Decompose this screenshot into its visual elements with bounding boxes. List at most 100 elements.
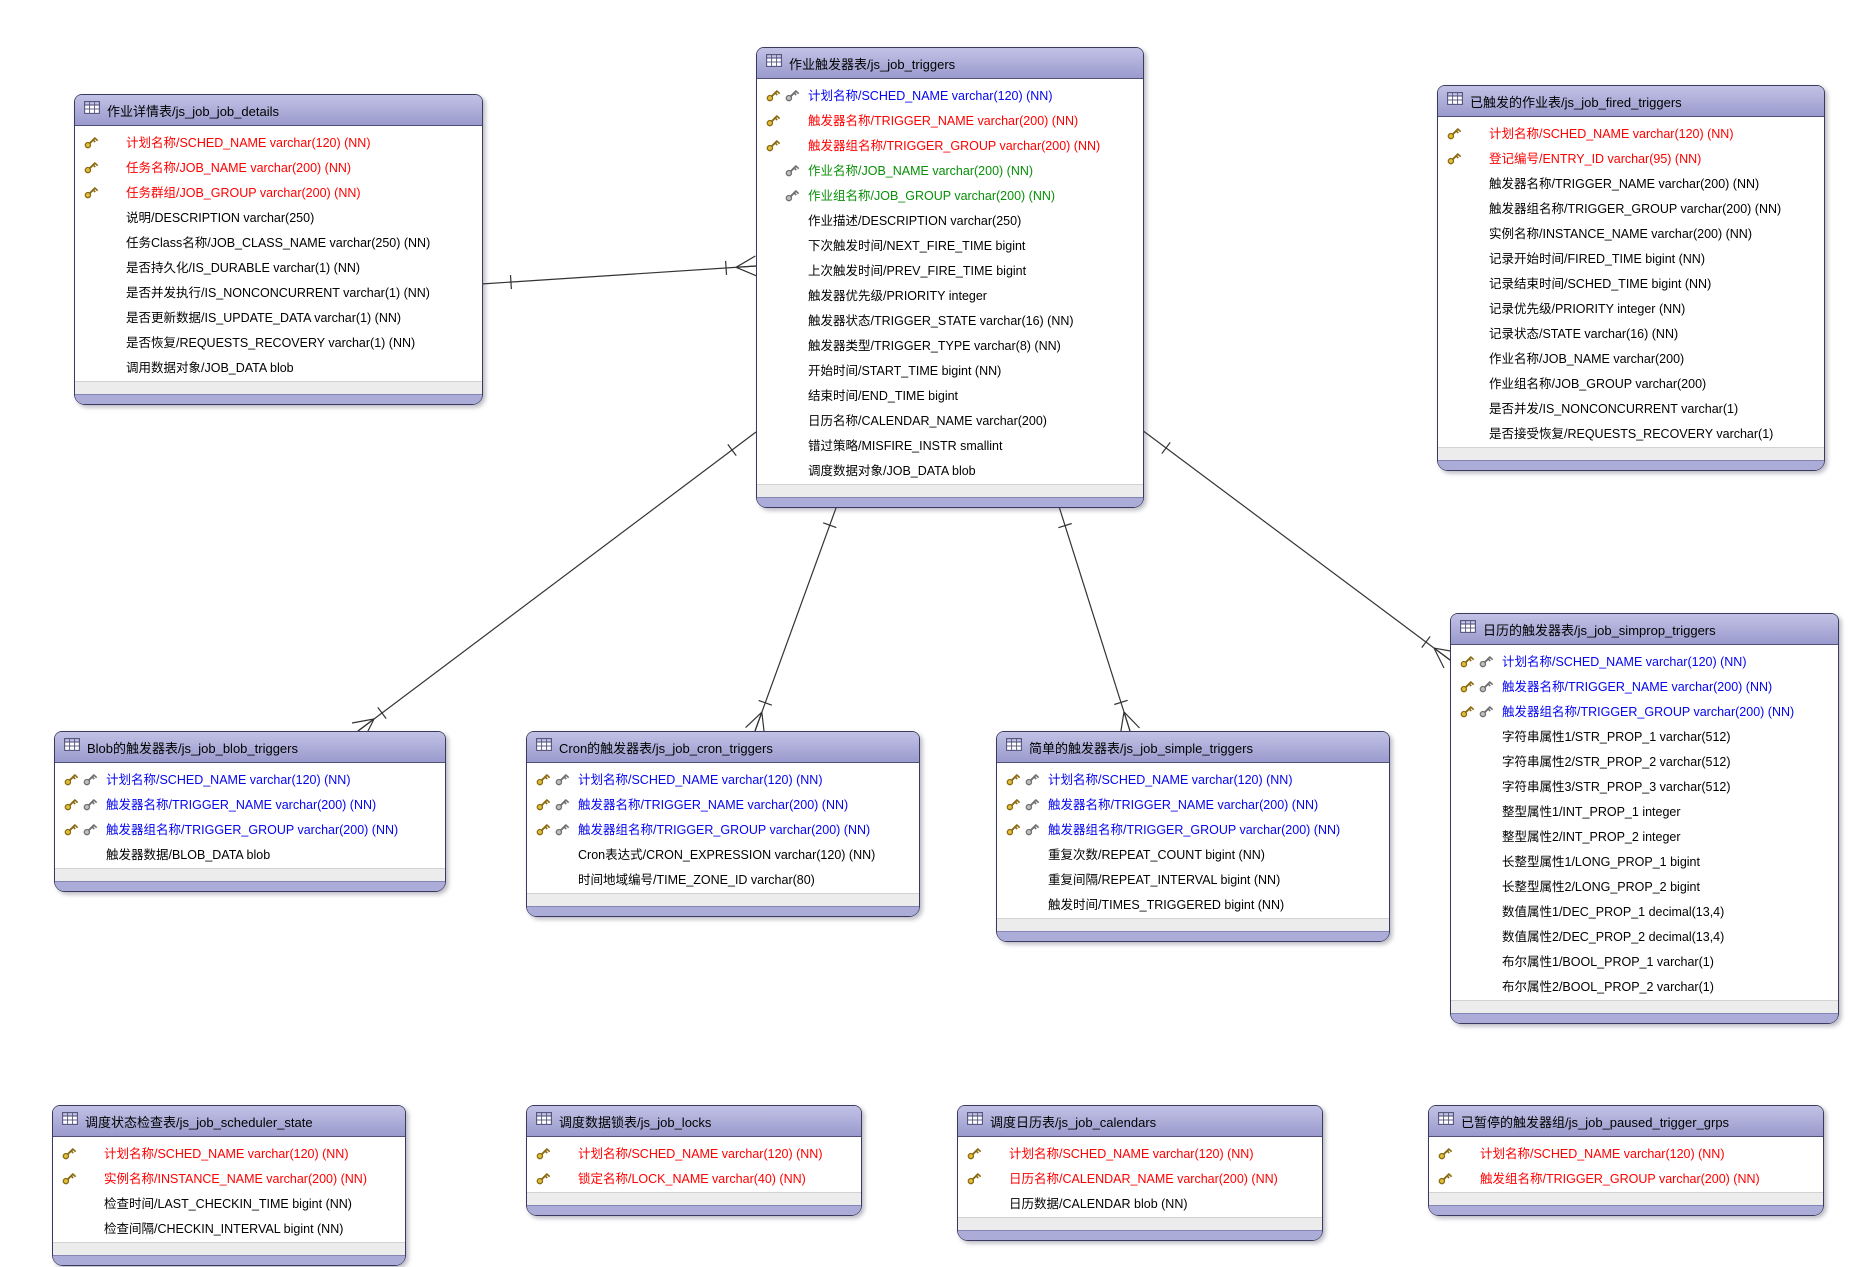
- column-row[interactable]: 触发器名称/TRIGGER_NAME varchar(200) (NN): [997, 791, 1389, 816]
- column-row[interactable]: 是否恢复/REQUESTS_RECOVERY varchar(1) (NN): [75, 329, 482, 354]
- column-row[interactable]: 作业组名称/JOB_GROUP varchar(200) (NN): [757, 182, 1143, 207]
- column-row[interactable]: 触发器名称/TRIGGER_NAME varchar(200) (NN): [55, 791, 445, 816]
- column-row[interactable]: 触发组名称/TRIGGER_GROUP varchar(200) (NN): [1429, 1165, 1823, 1190]
- column-row[interactable]: 计划名称/SCHED_NAME varchar(120) (NN): [527, 766, 919, 791]
- column-row[interactable]: 计划名称/SCHED_NAME varchar(120) (NN): [527, 1140, 861, 1165]
- table-js_job_calendars[interactable]: 调度日历表/js_job_calendars 计划名称/SCHED_NAME v…: [957, 1105, 1323, 1241]
- column-row[interactable]: 触发器优先级/PRIORITY integer: [757, 282, 1143, 307]
- column-row[interactable]: 日历名称/CALENDAR_NAME varchar(200): [757, 407, 1143, 432]
- column-row[interactable]: 整型属性2/INT_PROP_2 integer: [1451, 823, 1838, 848]
- column-row[interactable]: 作业组名称/JOB_GROUP varchar(200): [1438, 370, 1824, 395]
- column-row[interactable]: 计划名称/SCHED_NAME varchar(120) (NN): [1451, 648, 1838, 673]
- column-row[interactable]: 触发器名称/TRIGGER_NAME varchar(200) (NN): [1451, 673, 1838, 698]
- table-header[interactable]: Cron的触发器表/js_job_cron_triggers: [527, 732, 919, 763]
- table-header[interactable]: 调度状态检查表/js_job_scheduler_state: [53, 1106, 405, 1137]
- column-row[interactable]: 实例名称/INSTANCE_NAME varchar(200) (NN): [53, 1165, 405, 1190]
- column-row[interactable]: 日历名称/CALENDAR_NAME varchar(200) (NN): [958, 1165, 1322, 1190]
- column-row[interactable]: 说明/DESCRIPTION varchar(250): [75, 204, 482, 229]
- table-header[interactable]: 作业触发器表/js_job_triggers: [757, 48, 1143, 79]
- table-header[interactable]: 已暂停的触发器组/js_job_paused_trigger_grps: [1429, 1106, 1823, 1137]
- column-row[interactable]: 开始时间/START_TIME bigint (NN): [757, 357, 1143, 382]
- column-row[interactable]: 上次触发时间/PREV_FIRE_TIME bigint: [757, 257, 1143, 282]
- column-row[interactable]: 触发器名称/TRIGGER_NAME varchar(200) (NN): [527, 791, 919, 816]
- column-row[interactable]: 计划名称/SCHED_NAME varchar(120) (NN): [1429, 1140, 1823, 1165]
- column-row[interactable]: 记录结束时间/SCHED_TIME bigint (NN): [1438, 270, 1824, 295]
- column-row[interactable]: 整型属性1/INT_PROP_1 integer: [1451, 798, 1838, 823]
- column-row[interactable]: 实例名称/INSTANCE_NAME varchar(200) (NN): [1438, 220, 1824, 245]
- column-row[interactable]: 是否并发/IS_NONCONCURRENT varchar(1): [1438, 395, 1824, 420]
- table-header[interactable]: 作业详情表/js_job_job_details: [75, 95, 482, 126]
- table-header[interactable]: 简单的触发器表/js_job_simple_triggers: [997, 732, 1389, 763]
- column-row[interactable]: 任务群组/JOB_GROUP varchar(200) (NN): [75, 179, 482, 204]
- column-row[interactable]: 记录优先级/PRIORITY integer (NN): [1438, 295, 1824, 320]
- table-header[interactable]: 调度数据锁表/js_job_locks: [527, 1106, 861, 1137]
- column-row[interactable]: 检查间隔/CHECKIN_INTERVAL bigint (NN): [53, 1215, 405, 1240]
- column-row[interactable]: 触发器组名称/TRIGGER_GROUP varchar(200) (NN): [997, 816, 1389, 841]
- column-row[interactable]: 计划名称/SCHED_NAME varchar(120) (NN): [757, 82, 1143, 107]
- column-row[interactable]: 计划名称/SCHED_NAME varchar(120) (NN): [997, 766, 1389, 791]
- column-row[interactable]: 字符串属性1/STR_PROP_1 varchar(512): [1451, 723, 1838, 748]
- column-row[interactable]: 字符串属性2/STR_PROP_2 varchar(512): [1451, 748, 1838, 773]
- table-js_job_paused_trigger_grps[interactable]: 已暂停的触发器组/js_job_paused_trigger_grps 计划名称…: [1428, 1105, 1824, 1216]
- column-row[interactable]: 触发器类型/TRIGGER_TYPE varchar(8) (NN): [757, 332, 1143, 357]
- column-row[interactable]: 是否更新数据/IS_UPDATE_DATA varchar(1) (NN): [75, 304, 482, 329]
- column-row[interactable]: 记录开始时间/FIRED_TIME bigint (NN): [1438, 245, 1824, 270]
- column-row[interactable]: 布尔属性2/BOOL_PROP_2 varchar(1): [1451, 973, 1838, 998]
- column-row[interactable]: 触发器组名称/TRIGGER_GROUP varchar(200) (NN): [55, 816, 445, 841]
- column-row[interactable]: 作业名称/JOB_NAME varchar(200): [1438, 345, 1824, 370]
- table-js_job_simprop_triggers[interactable]: 日历的触发器表/js_job_simprop_triggers 计划名称/SCH…: [1450, 613, 1839, 1024]
- table-js_job_scheduler_state[interactable]: 调度状态检查表/js_job_scheduler_state 计划名称/SCHE…: [52, 1105, 406, 1266]
- column-row[interactable]: 错过策略/MISFIRE_INSTR smallint: [757, 432, 1143, 457]
- column-row[interactable]: 长整型属性2/LONG_PROP_2 bigint: [1451, 873, 1838, 898]
- column-row[interactable]: 锁定名称/LOCK_NAME varchar(40) (NN): [527, 1165, 861, 1190]
- column-row[interactable]: 调用数据对象/JOB_DATA blob: [75, 354, 482, 379]
- column-row[interactable]: 触发器名称/TRIGGER_NAME varchar(200) (NN): [1438, 170, 1824, 195]
- table-js_job_triggers[interactable]: 作业触发器表/js_job_triggers 计划名称/SCHED_NAME v…: [756, 47, 1144, 508]
- column-row[interactable]: 数值属性2/DEC_PROP_2 decimal(13,4): [1451, 923, 1838, 948]
- column-row[interactable]: 计划名称/SCHED_NAME varchar(120) (NN): [75, 129, 482, 154]
- column-row[interactable]: 任务名称/JOB_NAME varchar(200) (NN): [75, 154, 482, 179]
- column-row[interactable]: 触发器数据/BLOB_DATA blob: [55, 841, 445, 866]
- table-header[interactable]: Blob的触发器表/js_job_blob_triggers: [55, 732, 445, 763]
- column-row[interactable]: 长整型属性1/LONG_PROP_1 bigint: [1451, 848, 1838, 873]
- column-row[interactable]: 作业描述/DESCRIPTION varchar(250): [757, 207, 1143, 232]
- table-js_job_locks[interactable]: 调度数据锁表/js_job_locks 计划名称/SCHED_NAME varc…: [526, 1105, 862, 1216]
- table-js_job_blob_triggers[interactable]: Blob的触发器表/js_job_blob_triggers 计划名称/SCHE…: [54, 731, 446, 892]
- table-header[interactable]: 已触发的作业表/js_job_fired_triggers: [1438, 86, 1824, 117]
- column-row[interactable]: 重复间隔/REPEAT_INTERVAL bigint (NN): [997, 866, 1389, 891]
- column-row[interactable]: 触发器组名称/TRIGGER_GROUP varchar(200) (NN): [1438, 195, 1824, 220]
- table-header[interactable]: 日历的触发器表/js_job_simprop_triggers: [1451, 614, 1838, 645]
- column-row[interactable]: 数值属性1/DEC_PROP_1 decimal(13,4): [1451, 898, 1838, 923]
- column-row[interactable]: 重复次数/REPEAT_COUNT bigint (NN): [997, 841, 1389, 866]
- column-row[interactable]: 计划名称/SCHED_NAME varchar(120) (NN): [958, 1140, 1322, 1165]
- column-row[interactable]: 计划名称/SCHED_NAME varchar(120) (NN): [53, 1140, 405, 1165]
- column-row[interactable]: 登记编号/ENTRY_ID varchar(95) (NN): [1438, 145, 1824, 170]
- table-js_job_fired_triggers[interactable]: 已触发的作业表/js_job_fired_triggers 计划名称/SCHED…: [1437, 85, 1825, 471]
- column-row[interactable]: 字符串属性3/STR_PROP_3 varchar(512): [1451, 773, 1838, 798]
- column-row[interactable]: 布尔属性1/BOOL_PROP_1 varchar(1): [1451, 948, 1838, 973]
- column-row[interactable]: 触发器组名称/TRIGGER_GROUP varchar(200) (NN): [527, 816, 919, 841]
- column-row[interactable]: 作业名称/JOB_NAME varchar(200) (NN): [757, 157, 1143, 182]
- column-row[interactable]: 是否并发执行/IS_NONCONCURRENT varchar(1) (NN): [75, 279, 482, 304]
- column-row[interactable]: 检查时间/LAST_CHECKIN_TIME bigint (NN): [53, 1190, 405, 1215]
- column-row[interactable]: 计划名称/SCHED_NAME varchar(120) (NN): [55, 766, 445, 791]
- column-row[interactable]: 触发时间/TIMES_TRIGGERED bigint (NN): [997, 891, 1389, 916]
- column-row[interactable]: 时间地域编号/TIME_ZONE_ID varchar(80): [527, 866, 919, 891]
- column-row[interactable]: 触发器名称/TRIGGER_NAME varchar(200) (NN): [757, 107, 1143, 132]
- column-row[interactable]: 计划名称/SCHED_NAME varchar(120) (NN): [1438, 120, 1824, 145]
- table-js_job_job_details[interactable]: 作业详情表/js_job_job_details 计划名称/SCHED_NAME…: [74, 94, 483, 405]
- column-row[interactable]: 任务Class名称/JOB_CLASS_NAME varchar(250) (N…: [75, 229, 482, 254]
- column-row[interactable]: Cron表达式/CRON_EXPRESSION varchar(120) (NN…: [527, 841, 919, 866]
- table-header[interactable]: 调度日历表/js_job_calendars: [958, 1106, 1322, 1137]
- column-row[interactable]: 触发器组名称/TRIGGER_GROUP varchar(200) (NN): [757, 132, 1143, 157]
- column-row[interactable]: 触发器组名称/TRIGGER_GROUP varchar(200) (NN): [1451, 698, 1838, 723]
- column-row[interactable]: 触发器状态/TRIGGER_STATE varchar(16) (NN): [757, 307, 1143, 332]
- column-row[interactable]: 记录状态/STATE varchar(16) (NN): [1438, 320, 1824, 345]
- column-row[interactable]: 结束时间/END_TIME bigint: [757, 382, 1143, 407]
- column-row[interactable]: 下次触发时间/NEXT_FIRE_TIME bigint: [757, 232, 1143, 257]
- table-js_job_cron_triggers[interactable]: Cron的触发器表/js_job_cron_triggers 计划名称/SCHE…: [526, 731, 920, 917]
- column-row[interactable]: 日历数据/CALENDAR blob (NN): [958, 1190, 1322, 1215]
- column-row[interactable]: 调度数据对象/JOB_DATA blob: [757, 457, 1143, 482]
- table-js_job_simple_triggers[interactable]: 简单的触发器表/js_job_simple_triggers 计划名称/SCHE…: [996, 731, 1390, 942]
- column-row[interactable]: 是否持久化/IS_DURABLE varchar(1) (NN): [75, 254, 482, 279]
